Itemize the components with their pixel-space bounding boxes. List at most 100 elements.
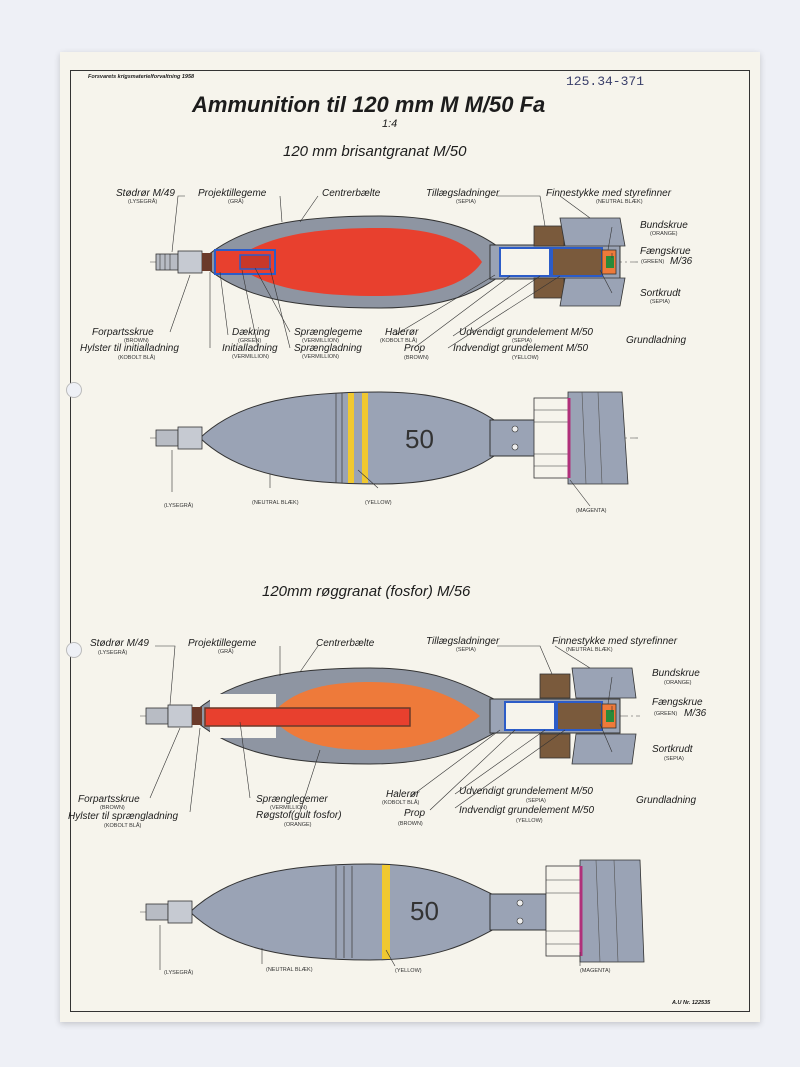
label-projektil: Projektillegeme <box>198 188 267 199</box>
label-bundskrue: Bundskrue <box>640 220 688 231</box>
label-sortkrudt: Sortkrudt <box>640 288 681 299</box>
label-rogstof: Røgstof(gult fosfor) <box>256 810 342 821</box>
label-exterior-fins: (MAGENTA) <box>576 508 607 514</box>
catalog-number: 125.34-371 <box>566 74 645 89</box>
label-hylster: Hylster til sprængladning <box>68 811 179 822</box>
label-forparts-color: (BROWN) <box>124 338 149 344</box>
increment-rings <box>533 397 569 479</box>
label-faeng-model: M/36 <box>670 256 693 267</box>
label-initial: Initialladning <box>222 343 278 354</box>
label-udv: Udvendigt grundelement M/50 <box>459 327 593 338</box>
label-exterior-body: (NEUTRAL BLÆK) <box>266 967 313 973</box>
increment-charges <box>533 225 565 247</box>
leader-lines-1b <box>171 450 591 507</box>
label-indv: Indvendigt grundelement M/50 <box>453 343 589 354</box>
footer-reference: A.U Nr. 122535 <box>672 1000 711 1006</box>
label-finne-color: (NEUTRAL BLÆK) <box>566 647 613 653</box>
label-prop-color: (BROWN) <box>404 355 429 361</box>
leader-lines-1 <box>169 195 613 349</box>
yellow-band <box>348 393 354 483</box>
label-spraenglegeme: Sprænglegemer <box>256 794 328 805</box>
label-tillaeg-color: (SEPIA) <box>456 647 476 653</box>
label-exterior-body: (NEUTRAL BLÆK) <box>252 500 299 506</box>
label-projektil: Projektillegeme <box>188 638 257 649</box>
label-faeng-color: (GREEN) <box>641 259 665 265</box>
label-halerør-color: (KOBOLT BLÅ) <box>380 338 418 344</box>
label-projektil-color: (GRÅ) <box>218 649 234 655</box>
label-bundskrue: Bundskrue <box>652 668 700 679</box>
label-tillaeg: Tillægsladninger <box>426 636 500 647</box>
label-daekring-color: (GREEN) <box>238 338 262 344</box>
label-grund: Grundladning <box>636 795 697 806</box>
label-faeng-model: M/36 <box>684 708 707 719</box>
scale-label: 1:4 <box>382 118 398 130</box>
label-spraengladning: Sprængladning <box>294 343 362 354</box>
caliber-marking: 50 <box>405 424 434 454</box>
section-title: 120 mm brisantgranat M/50 <box>283 143 467 160</box>
label-exterior-band: (YELLOW) <box>365 500 392 506</box>
label-halerør-color: (KOBOLT BLÅ) <box>382 800 420 806</box>
label-spraengladning-color: (VERMILLION) <box>302 354 339 360</box>
label-forparts-color: (BROWN) <box>100 805 125 811</box>
label-prop: Prop <box>404 808 426 819</box>
page-title: Ammunition til 120 mm M M/50 Fa <box>192 92 546 117</box>
document-sheet <box>60 52 760 1022</box>
label-bundskrue-color: (ORANGE) <box>650 231 678 237</box>
leader-lines-2b <box>159 925 581 970</box>
label-bundskrue-color: (ORANGE) <box>664 680 692 686</box>
label-halerør: Halerør <box>385 327 419 338</box>
punch-hole <box>66 382 82 398</box>
label-faeng: Fængskrue <box>640 246 691 257</box>
label-centrer: Centrerbælte <box>316 638 375 649</box>
label-hylster-color: (KOBOLT BLÅ) <box>104 823 142 829</box>
label-initial-color: (VERMILLION) <box>232 354 269 360</box>
label-exterior-fuze: (LYSEGRÅ) <box>164 503 194 509</box>
label-grund: Grundladning <box>626 335 687 346</box>
label-tillaeg: Tillægsladninger <box>426 188 500 199</box>
label-faeng: Fængskrue <box>652 697 703 708</box>
label-prop-color: (BROWN) <box>398 821 423 827</box>
label-finne-color: (NEUTRAL BLÆK) <box>596 199 643 205</box>
cutaway-drawing-brisant <box>150 215 640 309</box>
label-finne: Finnestykke med styrefinner <box>546 188 672 199</box>
label-finne: Finnestykke med styrefinner <box>552 636 678 647</box>
label-sortkrudt-color: (SEPIA) <box>664 756 684 762</box>
label-forparts: Forpartsskrue <box>78 794 140 805</box>
label-daekring: Dækring <box>232 327 270 338</box>
label-sortkrudt-color: (SEPIA) <box>650 299 670 305</box>
shell-body <box>189 863 501 961</box>
leader-lines-2 <box>149 645 613 813</box>
label-stodror: Stødrør M/49 <box>90 638 149 649</box>
label-hylster: Hylster til initialladning <box>80 343 179 354</box>
label-udv-color: (SEPIA) <box>512 338 532 344</box>
label-exterior-fuze: (LYSEGRÅ) <box>164 970 194 976</box>
label-udv-color: (SEPIA) <box>526 798 546 804</box>
label-stodror-color: (LYSEGRÅ) <box>128 199 158 205</box>
fuze <box>155 253 179 271</box>
exterior-drawing-smoke <box>140 859 645 963</box>
cutaway-drawing-smoke <box>140 667 640 765</box>
exterior-fins <box>567 391 629 485</box>
label-exterior-fins: (MAGENTA) <box>580 968 611 974</box>
label-stodror-color: (LYSEGRÅ) <box>98 650 128 656</box>
label-sortkrudt: Sortkrudt <box>652 744 693 755</box>
punch-hole <box>66 642 82 658</box>
burster-tube <box>204 707 411 727</box>
tail-fins <box>559 217 626 247</box>
label-indv-color: (YELLOW) <box>512 355 539 361</box>
caliber-marking: 50 <box>410 896 439 926</box>
label-spraenglegeme: Sprænglegeme <box>294 327 363 338</box>
issuer-text: Forsvarets krigsmaterielforvaltning 1958 <box>88 74 195 80</box>
label-rogstof-color: (ORANGE) <box>284 822 312 828</box>
label-spraenglegeme-color: (VERMILLION) <box>302 338 339 344</box>
exterior-drawing-brisant <box>150 391 640 485</box>
label-exterior-band: (YELLOW) <box>395 968 422 974</box>
yellow-band <box>382 865 390 959</box>
label-indv-color: (YELLOW) <box>516 818 543 824</box>
label-projektil-color: (GRÅ) <box>228 199 244 205</box>
explosive-filling <box>230 228 482 296</box>
label-forparts: Forpartsskrue <box>92 327 154 338</box>
label-spraenglegeme-color: (VERMILLION) <box>270 805 307 811</box>
label-faeng-color: (GREEN) <box>654 711 678 717</box>
